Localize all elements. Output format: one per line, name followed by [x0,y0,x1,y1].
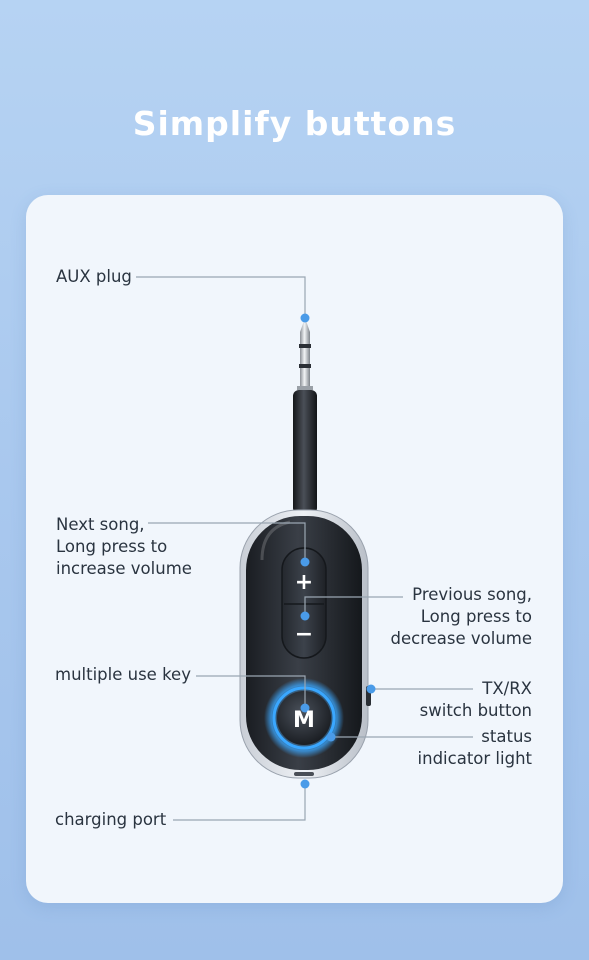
label-txrx-line2: switch button [419,701,532,720]
label-charging-port: charging port [55,810,167,829]
volume-pad [281,547,327,659]
charging-port [294,772,314,776]
aux-cable [293,390,317,514]
multiple-use-key[interactable] [277,691,331,745]
label-status-line2: indicator light [417,749,532,768]
page-title: Simplify buttons [132,104,457,143]
aux-plug [297,318,313,390]
label-prev-line1: Previous song, [412,585,532,604]
callout-dots [300,313,376,789]
label-previous-song: Previous song, Long press to decrease vo… [391,584,533,650]
label-next-line1: Next song, [56,515,145,534]
label-next-line3: increase volume [56,559,192,578]
leader-lines [136,276,473,821]
label-status-light: status indicator light [418,726,532,770]
label-prev-line3: decrease volume [390,629,533,648]
plus-key-symbol[interactable]: + [295,570,313,595]
m-key-symbol: M [293,708,315,733]
label-next-song: Next song, Long press to increase volume [56,514,192,580]
label-txrx: TX/RX switch button [420,678,532,722]
label-aux-plug: AUX plug [56,267,132,286]
minus-key-symbol[interactable]: − [295,622,313,647]
label-prev-line2: Long press to [420,607,532,626]
m-key-ring [272,686,336,750]
label-multiple-use-key: multiple use key [55,665,191,684]
label-status-line1: status [481,727,532,746]
label-txrx-line1: TX/RX [482,679,532,698]
label-next-line2: Long press to [56,537,168,556]
